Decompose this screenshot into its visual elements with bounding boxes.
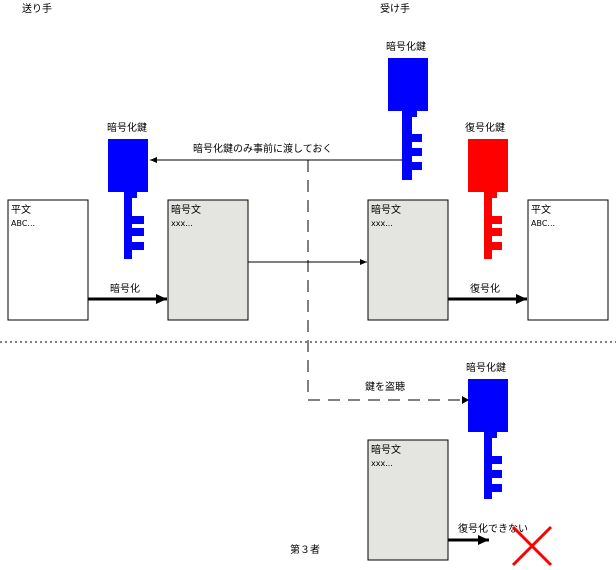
receiver-encryption-key-icon: [388, 58, 428, 180]
third-ciphertext-title: 暗号文: [371, 443, 401, 456]
receiver-label: 受け手: [380, 2, 410, 15]
sender-plaintext-title: 平文: [11, 203, 31, 216]
sender-ciphertext-title: 暗号文: [171, 203, 201, 216]
sender-ciphertext-doc: [167, 199, 249, 321]
cannot-decrypt-label: 復号化できない: [458, 522, 528, 535]
third-encryption-key-icon: [468, 379, 508, 499]
third-ciphertext-body: xxx...: [371, 459, 393, 468]
third-party-label: 第３者: [290, 543, 320, 556]
fail-cross-icon: [511, 525, 553, 567]
third-key-label: 暗号化鍵: [466, 361, 506, 374]
receiver-plaintext-title: 平文: [531, 203, 551, 216]
sender-ciphertext-body: xxx...: [171, 219, 193, 228]
intercept-label: 鍵を盗聴: [365, 380, 405, 393]
receiver-plaintext-doc: [527, 199, 609, 321]
intercept-arrowhead: [462, 396, 469, 404]
intercept-line: [307, 160, 466, 401]
sender-encryption-key-icon: [108, 139, 148, 259]
receiver-ciphertext-doc: [367, 199, 449, 321]
encrypt-label: 暗号化: [110, 282, 140, 295]
receiver-dec-key-label: 復号化鍵: [465, 121, 505, 134]
sender-plaintext-doc: [7, 199, 89, 321]
receiver-ciphertext-title: 暗号文: [371, 203, 401, 216]
receiver-plaintext-body: ABC...: [531, 219, 555, 228]
sender-key-label: 暗号化鍵: [107, 121, 147, 134]
receiver-ciphertext-body: xxx...: [371, 219, 393, 228]
sender-label: 送り手: [22, 2, 52, 15]
sender-plaintext-body: ABC...: [11, 219, 35, 228]
decrypt-label: 復号化: [470, 282, 500, 295]
receiver-enc-key-label: 暗号化鍵: [386, 40, 426, 53]
third-ciphertext-doc: [367, 439, 449, 561]
pre-share-label: 暗号化鍵のみ事前に渡しておく: [193, 142, 332, 155]
receiver-decryption-key-icon: [468, 139, 508, 259]
